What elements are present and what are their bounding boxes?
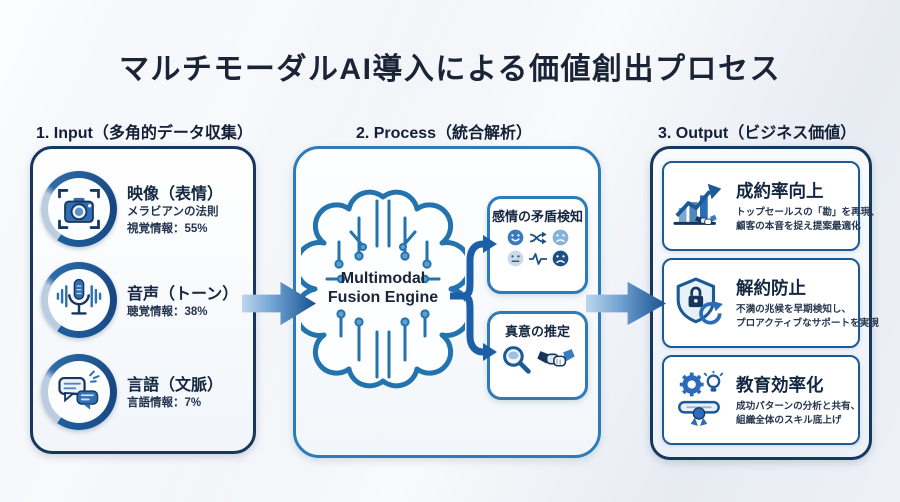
detection-title: 真意の推定 xyxy=(504,324,570,339)
output-card-title: 教育効率化 xyxy=(736,375,824,396)
camera-icon xyxy=(58,188,100,229)
output-icon-wrap xyxy=(672,276,728,330)
output-section-header: 3. Output（ビジネス価値） xyxy=(658,125,857,142)
input-item-subtitle: メラビアンの法則 xyxy=(127,206,219,219)
page-title: マルチモーダルAI導入による価値創出プロセス xyxy=(118,53,782,86)
output-icon-wrap xyxy=(672,179,728,233)
shield-lock-refresh-icon xyxy=(676,277,723,325)
output-card-desc1: 不満の兆候を早期検知し、 xyxy=(736,304,852,316)
magnifier-speech-icon xyxy=(502,346,531,374)
handshake-icon xyxy=(536,349,575,367)
output-card-desc2: プロアクティブなサポートを実現 xyxy=(736,318,879,329)
input-item-title: 映像（表情） xyxy=(127,186,224,204)
ring-inner xyxy=(48,269,110,331)
input-item-text: 言語（文脈） 言語情報：7% xyxy=(127,371,223,411)
fork-connector xyxy=(450,235,497,361)
output-card-conversion: 成約率向上 トップセールスの「勘」を再現、 顧客の本音を捉え提案最適化 xyxy=(662,161,880,251)
ring-progress xyxy=(41,170,117,247)
input-item-title: 音声（トーン） xyxy=(127,285,239,303)
growth-chart-handshake-icon xyxy=(673,183,722,225)
engine-label-line1: Multimodal xyxy=(340,270,426,287)
input-item-video: 映像（表情） メラビアンの法則 視覚情報：55% xyxy=(41,170,245,247)
output-card-title: 解約防止 xyxy=(736,278,806,299)
input-panel: 映像（表情） メラビアンの法則 視覚情報：55% xyxy=(30,146,256,454)
neutral-face-icon xyxy=(507,250,523,267)
output-card-desc2: 顧客の本音を捉え提案最適化 xyxy=(736,221,861,232)
output-card-title: 成約率向上 xyxy=(736,181,824,202)
detection-box-contradiction: 感情の矛盾検知 xyxy=(487,196,588,294)
gear-bulb-certificate-icon xyxy=(678,371,724,426)
output-card-desc1: 成功パターンの分析と共有、 xyxy=(736,401,861,413)
output-card-text: 成約率向上 トップセールスの「勘」を再現、 顧客の本音を捉え提案最適化 xyxy=(736,178,880,234)
output-card-desc1: トップセールスの「勘」を再現、 xyxy=(736,207,880,219)
smile-face-icon xyxy=(507,229,523,246)
input-item-stat: 視覚情報：55% xyxy=(127,222,208,235)
engine-label: Multimodal Fusion Engine xyxy=(308,269,458,307)
process-section-header: 2. Process（統合解析） xyxy=(355,125,533,142)
ring-inner xyxy=(48,360,110,423)
microphone-icon xyxy=(56,278,102,315)
input-item-language: 言語（文脈） 言語情報：7% xyxy=(41,353,245,430)
input-item-text: 映像（表情） メラビアンの法則 視覚情報：55% xyxy=(127,180,223,236)
frown-face-icon xyxy=(552,229,568,246)
input-item-title: 言語（文脈） xyxy=(127,377,224,395)
pulse-wave-icon xyxy=(528,252,547,265)
input-item-audio: 音声（トーン） 聴覚情報：38% xyxy=(41,262,245,338)
speech-bubbles-icon xyxy=(58,370,100,410)
shuffle-arrows-icon xyxy=(529,231,547,244)
engine-label-line2: Fusion Engine xyxy=(327,289,439,307)
output-card-text: 解約防止 不満の兆候を早期検知し、 プロアクティブなサポートを実現 xyxy=(736,275,879,331)
intent-icons-row xyxy=(490,344,585,375)
faces-row-2 xyxy=(490,250,585,267)
output-card-education: 教育効率化 成功パターンの分析と共有、 組織全体のスキル底上げ xyxy=(662,355,860,445)
output-card-churn: 解約防止 不満の兆候を早期検知し、 プロアクティブなサポートを実現 xyxy=(662,258,879,348)
input-item-text: 音声（トーン） 聴覚情報：38% xyxy=(127,280,238,320)
output-card-desc2: 組織全体のスキル底上げ xyxy=(736,415,842,426)
output-icon-wrap xyxy=(672,371,728,429)
circuit-brain-icon xyxy=(301,189,465,389)
input-item-stat: 聴覚情報：38% xyxy=(127,305,208,318)
detection-title: 感情の矛盾検知 xyxy=(491,209,583,224)
output-card-text: 教育効率化 成功パターンの分析と共有、 組織全体のスキル底上げ xyxy=(736,372,860,428)
ring-progress xyxy=(41,262,117,338)
fusion-engine: Multimodal Fusion Engine xyxy=(301,183,465,395)
input-section-header: 1. Input（多角的データ収集） xyxy=(36,125,253,142)
input-item-stat: 言語情報：7% xyxy=(127,397,202,410)
ring-progress xyxy=(41,353,117,430)
faces-row-1 xyxy=(490,229,585,246)
detection-box-intent: 真意の推定 xyxy=(487,311,588,400)
ring-inner xyxy=(48,177,110,240)
sad-face-icon xyxy=(552,250,568,267)
output-panel: 成約率向上 トップセールスの「勘」を再現、 顧客の本音を捉え提案最適化 解約防止… xyxy=(650,146,880,460)
